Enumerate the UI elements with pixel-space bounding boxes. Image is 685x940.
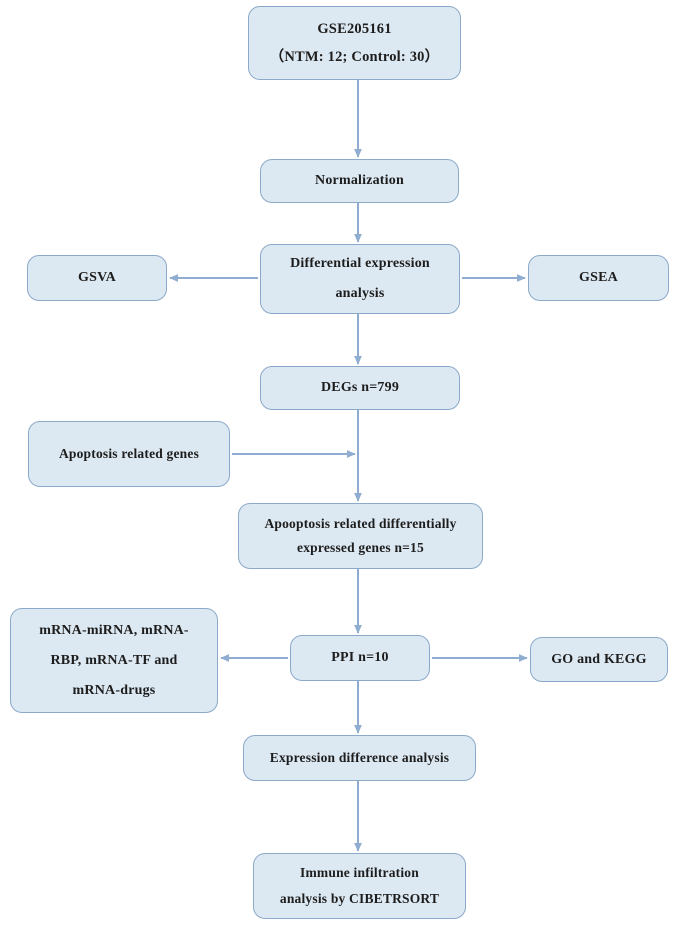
node-ppi-label: PPI n=10: [331, 650, 389, 665]
node-differential-expression-analysis[interactable]: Differential expression analysis: [260, 244, 460, 314]
node-mrna-networks[interactable]: mRNA-miRNA, mRNA- RBP, mRNA-TF and mRNA-…: [10, 608, 218, 713]
node-apoptosis-related-genes[interactable]: Apoptosis related genes: [28, 421, 230, 487]
node-normalization-label: Normalization: [315, 173, 404, 188]
node-degs-label: DEGs n=799: [320, 380, 400, 395]
node-differential-expression-analysis-label: Differential expression analysis: [290, 256, 430, 301]
node-immune-infiltration-analysis-label: Immune infiltration analysis by CIBETRSO…: [279, 865, 440, 906]
node-apoptosis-related-genes-label: Apoptosis related genes: [58, 446, 200, 461]
node-gsea[interactable]: GSEA: [528, 255, 669, 301]
node-degs[interactable]: DEGs n=799: [260, 366, 460, 410]
node-gsva[interactable]: GSVA: [27, 255, 167, 301]
node-gsva-label: GSVA: [78, 270, 116, 285]
node-expression-difference-analysis-label: Expression difference analysis: [269, 750, 450, 765]
node-dataset[interactable]: GSE205161 （NTM: 12; Control: 30）: [248, 6, 461, 80]
node-dataset-label: GSE205161 （NTM: 12; Control: 30）: [269, 21, 440, 65]
node-gsea-label: GSEA: [579, 270, 618, 285]
node-apoptosis-related-degs-label: Apooptosis related differentially expres…: [264, 516, 457, 555]
node-go-and-kegg-label: GO and KEGG: [551, 651, 647, 667]
node-ppi[interactable]: PPI n=10: [290, 635, 430, 681]
node-mrna-networks-label: mRNA-miRNA, mRNA- RBP, mRNA-TF and mRNA-…: [39, 622, 189, 698]
node-go-and-kegg[interactable]: GO and KEGG: [530, 637, 668, 682]
node-apoptosis-related-degs[interactable]: Apooptosis related differentially expres…: [238, 503, 483, 569]
node-immune-infiltration-analysis[interactable]: Immune infiltration analysis by CIBETRSO…: [253, 853, 466, 919]
node-normalization[interactable]: Normalization: [260, 159, 459, 203]
node-expression-difference-analysis[interactable]: Expression difference analysis: [243, 735, 476, 781]
